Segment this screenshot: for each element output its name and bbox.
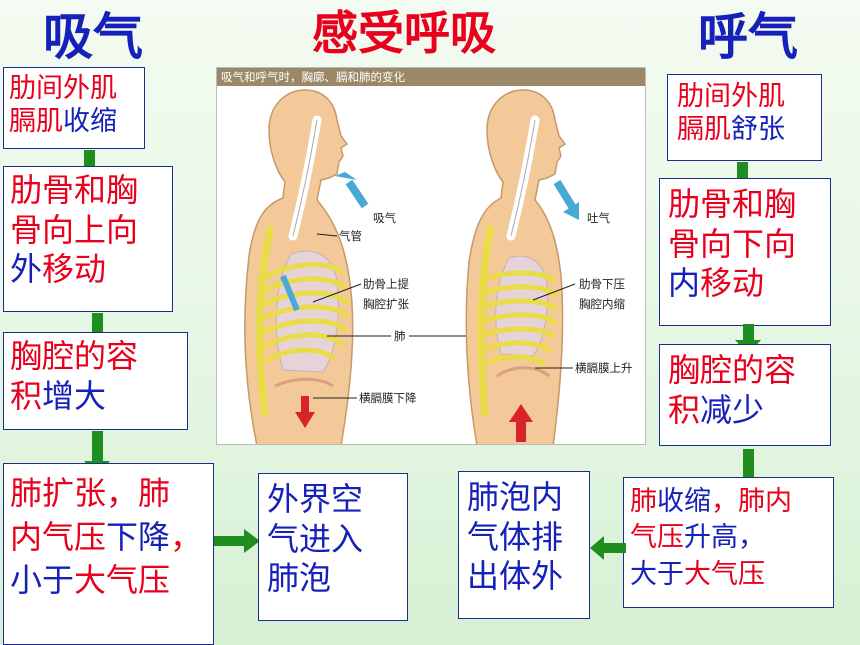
- inhale-lung-line3b: 大气压: [74, 561, 171, 600]
- exhale-spine: [477, 225, 495, 417]
- inhale-muscles-line2b: 收缩: [63, 106, 117, 138]
- inhale-ribs-box: 肋骨和胸 骨向上向 外移动: [3, 166, 173, 312]
- exhale-air-arrow-head: [563, 202, 579, 220]
- exhale-air-line3: 出体外: [467, 557, 564, 596]
- exhale-lung-line3b: 大气压: [684, 558, 765, 590]
- inhale-arrow-right: [214, 529, 260, 553]
- inhale-cavity-line2b: 增大: [42, 376, 107, 415]
- exhale-trachea-outline: [510, 119, 536, 237]
- exhale-ribs-line1: 肋骨和胸: [668, 185, 797, 223]
- exhale-muscles-line2a: 膈肌: [677, 114, 731, 146]
- exhale-muscles-box: 肋间外肌 膈肌舒张: [667, 74, 822, 161]
- exhale-muscles-line1: 肋间外肌: [677, 81, 785, 112]
- exhale-air-arrow: [553, 179, 577, 211]
- exhale-air-line2: 气体排: [467, 517, 564, 556]
- exhale-lung-line1b: 收缩: [657, 486, 711, 517]
- exhale-lung-line1c: ，: [711, 486, 738, 517]
- inhale-air-line3: 肺泡: [267, 559, 332, 598]
- title-main: 感受呼吸: [312, 6, 496, 60]
- inhale-muscles-line2a: 膈肌: [9, 106, 63, 138]
- inhale-lung-line2b: 下降: [106, 517, 171, 556]
- inhale-lung-line2c: ，: [170, 517, 203, 556]
- inhale-muscles-line1: 肋间外肌: [9, 73, 117, 104]
- exhale-cavity-line1: 胸腔的容: [668, 351, 797, 389]
- inhale-lung-box: 肺扩张，肺 内气压下降， 小于大气压: [3, 463, 214, 645]
- exhale-ribs-box: 肋骨和胸 骨向下向 内移动: [659, 178, 831, 326]
- exhale-lung-line2a: 气压: [630, 522, 684, 554]
- leader-ribs-down: [532, 283, 576, 301]
- exhale-arrow-left: [590, 536, 626, 560]
- breathing-figure: 吸气和呼气时，胸廓、膈和肺的变化: [216, 67, 646, 445]
- inhale-trachea-outline: [292, 119, 318, 237]
- label-inhale-air: 吸气: [373, 211, 396, 225]
- inhale-diaphragm: [274, 377, 334, 388]
- title-inhale: 吸气: [43, 8, 143, 66]
- inhale-air-line2: 气进入: [267, 519, 364, 558]
- exhale-cavity-line2b: 减少: [700, 390, 765, 429]
- label-ribs-down: 肋骨下压: [579, 277, 625, 291]
- inhale-cavity-line2a: 积: [10, 376, 43, 415]
- exhale-ribcage: [482, 270, 558, 367]
- exhale-lung-line3a: 大于: [630, 558, 684, 590]
- inhale-air-arrow-head: [335, 172, 357, 180]
- inhale-cavity-box: 胸腔的容 积增大: [3, 332, 188, 430]
- inhale-ribs-line3b: 移动: [42, 250, 107, 289]
- inhale-lung-line1: 肺扩张，肺: [10, 474, 171, 512]
- exhale-air-line1: 肺泡内: [467, 478, 564, 516]
- leader-trachea: [316, 233, 338, 237]
- exhale-lung-line1a: 肺: [630, 486, 657, 517]
- exhale-diaphragm: [496, 366, 550, 378]
- label-trachea: 气管: [339, 229, 362, 243]
- label-lung: 肺: [394, 329, 406, 343]
- label-chest-expand: 胸腔扩张: [363, 297, 409, 311]
- figure-illustration: 吸气 气管 肋骨上提 胸腔扩张 肺 横膈膜下降: [244, 89, 633, 444]
- leader-ribs-up: [312, 283, 362, 303]
- figure-caption: 吸气和呼气时，胸廓、膈和肺的变化: [217, 68, 645, 86]
- label-exhale-air: 吐气: [587, 211, 610, 225]
- exhale-lung-box: 肺收缩，肺内 气压升高， 大于大气压: [623, 477, 834, 608]
- exhale-lung-line2b: 升高，: [684, 522, 765, 554]
- exhale-diaphragm-arrow-head: [509, 404, 533, 422]
- inhale-lung-line2a: 内气压: [10, 517, 107, 556]
- exhale-ribs-line2: 骨向下向: [668, 224, 797, 263]
- inhale-ribs-line1: 肋骨和胸: [10, 171, 139, 209]
- exhale-air-box: 肺泡内 气体排 出体外: [458, 471, 590, 619]
- exhale-cavity-line2a: 积: [668, 390, 701, 429]
- inhale-air-box: 外界空 气进入 肺泡: [258, 473, 408, 621]
- inhale-rib-arrow: [280, 274, 300, 312]
- inhale-air-line1: 外界空: [267, 480, 364, 518]
- inhale-diaphragm-arrow-head: [295, 412, 315, 428]
- inhale-air-arrow: [345, 179, 369, 209]
- label-chest-shrink: 胸腔内缩: [579, 297, 625, 311]
- label-ribs-up: 肋骨上提: [363, 277, 409, 291]
- inhale-lung-line3a: 小于: [10, 561, 75, 600]
- exhale-muscles-line2b: 舒张: [731, 114, 785, 146]
- label-diaphragm-down: 横膈膜下降: [359, 391, 417, 405]
- label-diaphragm-up: 横膈膜上升: [575, 361, 633, 375]
- exhale-lung-line1d: 肺内: [738, 486, 792, 517]
- inhale-ribs-line3a: 外: [10, 250, 43, 289]
- exhale-ribs-line3b: 移动: [700, 264, 765, 303]
- inhale-ribs-line2: 骨向上向: [10, 210, 139, 249]
- exhale-cavity-box: 胸腔的容 积减少: [659, 344, 831, 446]
- inhale-spine: [256, 225, 275, 417]
- title-exhale: 呼气: [698, 8, 798, 66]
- inhale-cavity-line1: 胸腔的容: [10, 337, 139, 375]
- inhale-ribcage: [260, 262, 350, 363]
- inhale-muscles-box: 肋间外肌 膈肌收缩: [3, 67, 145, 149]
- exhale-ribs-line3a: 内: [668, 264, 701, 303]
